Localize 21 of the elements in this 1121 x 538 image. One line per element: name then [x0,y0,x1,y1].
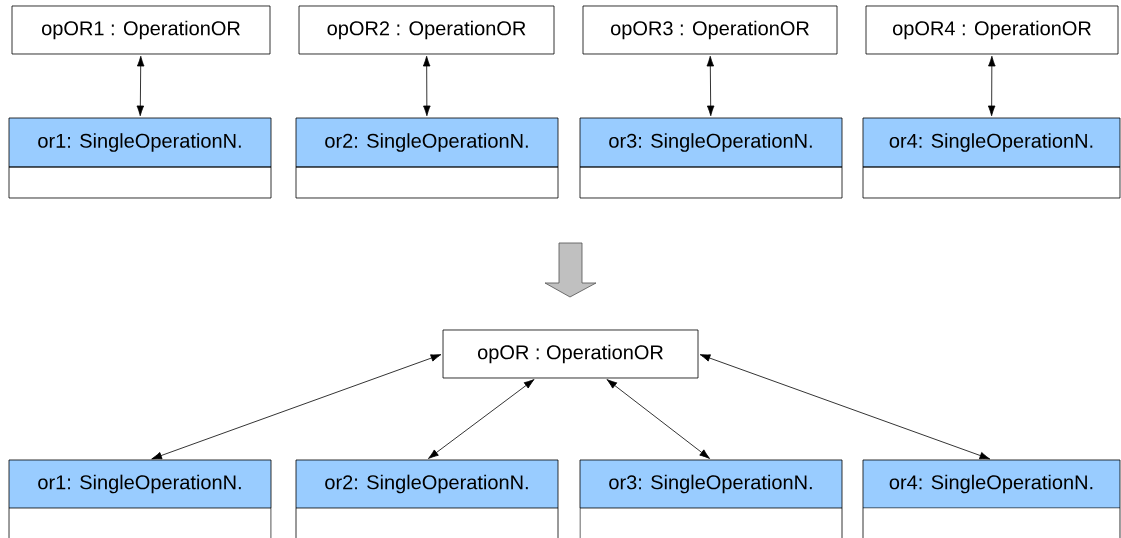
arrow [606,379,710,459]
object-box: opOR1 : OperationOR [11,5,271,55]
arrow [428,379,535,459]
arrow [706,55,715,117]
arrow [699,354,991,460]
arrow [136,55,145,117]
class-box: or3: SingleOperationN. [579,117,843,199]
class-box: or4: SingleOperationN. [862,459,1121,538]
object-box: opOR3 : OperationOR [582,5,838,55]
class-box: or3: SingleOperationN. [579,459,843,538]
object-box: opOR4 : OperationOR [865,5,1119,55]
object-box: opOR2 : OperationOR [298,5,555,55]
object-box: opOR : OperationOR [442,329,699,379]
class-box: or1: SingleOperationN. [8,117,272,199]
arrow [987,55,996,117]
class-box: or1: SingleOperationN. [8,459,272,538]
arrow [151,354,442,460]
class-box: or2: SingleOperationN. [295,459,559,538]
class-box: or2: SingleOperationN. [295,117,559,199]
arrow [422,55,431,117]
class-box: or4: SingleOperationN. [862,117,1121,199]
